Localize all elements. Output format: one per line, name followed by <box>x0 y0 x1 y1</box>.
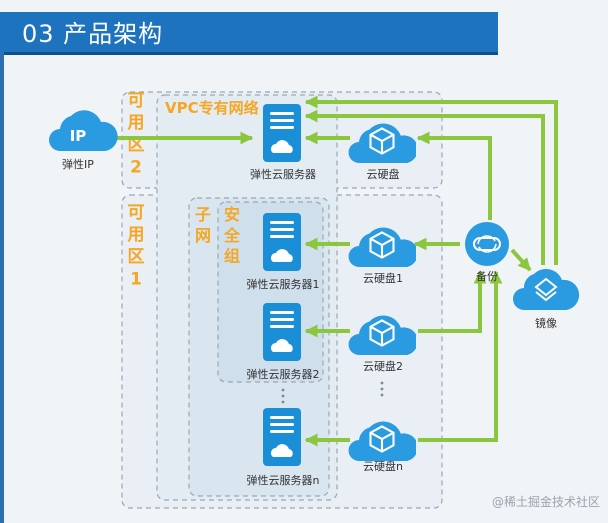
disk-1-label: 云硬盘1 <box>363 271 403 285</box>
disk-n-label: 云硬盘n <box>363 459 403 473</box>
ecs-2-node[interactable]: 弹性云服务器2 <box>247 303 320 381</box>
disk-n-node[interactable]: 云硬盘n <box>348 420 418 473</box>
ecs-top-label: 弹性云服务器 <box>250 167 316 181</box>
disk2-to-backup-arrow <box>418 270 487 333</box>
vpc-label: VPC专有网络 <box>165 99 259 117</box>
server-icon <box>263 104 301 162</box>
server-icon <box>263 303 301 361</box>
ecs-top-node[interactable]: 弹性云服务器 <box>250 104 316 181</box>
disk-1-node[interactable]: 云硬盘1 <box>348 226 418 285</box>
image-to-ecs-outer-arrow <box>304 95 558 265</box>
backup-node[interactable]: 备份 <box>465 222 509 283</box>
ellipsis-dots <box>281 388 285 404</box>
image-label: 镜像 <box>535 316 557 330</box>
ecs-n-label: 弹性云服务器n <box>247 473 320 487</box>
ecs-1-label: 弹性云服务器1 <box>247 277 320 291</box>
disk-top-node[interactable]: 云硬盘 <box>348 122 418 181</box>
image-node[interactable]: 镜像 <box>513 268 580 330</box>
disk-2-label: 云硬盘2 <box>363 359 403 373</box>
backup-label: 备份 <box>476 269 498 283</box>
elastic-ip-cloud-icon <box>49 110 118 151</box>
backup-to-image-arrow <box>510 248 532 272</box>
ecs-1-node[interactable]: 弹性云服务器1 <box>247 213 320 291</box>
image-cloud-icon <box>513 268 580 310</box>
server-icon <box>263 408 301 466</box>
elastic-ip-icon-text: IP <box>70 127 87 145</box>
backup-to-disk-top-arrow <box>416 131 492 220</box>
server-icon <box>263 213 301 271</box>
backup-icon <box>465 222 509 266</box>
elastic-ip-label: 弹性IP <box>62 157 94 171</box>
security-group-label: 安全组 <box>223 205 241 266</box>
subnet-label: 子网 <box>195 205 211 245</box>
title-banner <box>0 12 498 55</box>
diskn-to-backup-arrow <box>418 270 503 442</box>
image-to-ecs-inner-arrow <box>304 109 545 265</box>
left-accent-bar <box>0 52 4 523</box>
watermark: @稀土掘金技术社区 <box>492 494 600 509</box>
elastic-ip-node[interactable]: IP 弹性IP <box>49 110 118 171</box>
ellipsis-dots <box>380 381 384 397</box>
disk-top-label: 云硬盘 <box>367 167 400 181</box>
ecs-n-node[interactable]: 弹性云服务器n <box>247 408 320 487</box>
image-layers-icon <box>534 277 558 297</box>
page-title: 03 产品架构 <box>22 20 164 48</box>
disk-2-node[interactable]: 云硬盘2 <box>348 314 418 373</box>
ecs-2-label: 弹性云服务器2 <box>247 367 320 381</box>
